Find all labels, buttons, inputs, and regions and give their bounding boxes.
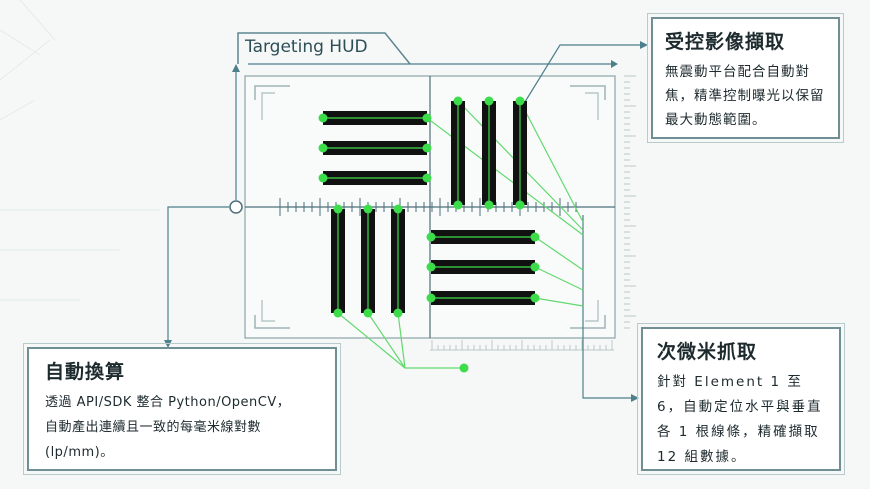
top-arrow-head [611, 60, 618, 68]
bar-endpoint-dot [318, 173, 328, 183]
hud-title-tab [237, 32, 411, 65]
bar-endpoint-dot [363, 308, 373, 318]
resolution-target-bars [318, 96, 540, 318]
bar-endpoint-dot [426, 262, 436, 272]
bar-endpoint-dot [422, 173, 432, 183]
bar-endpoint-dot [515, 96, 525, 106]
callout-right-title: 次微米抓取 [657, 341, 758, 363]
right-ruler [624, 75, 636, 329]
bar-endpoint-dot [422, 143, 432, 153]
bar-endpoint-dot [318, 143, 328, 153]
bar-endpoint-dot [422, 113, 432, 123]
callout-left-body-line3: (lp/mm)。 [45, 445, 114, 460]
bottom-ruler [430, 340, 614, 351]
bar-endpoint-dot [426, 293, 436, 303]
top-card-connector [519, 44, 640, 111]
bar-endpoint-dot [530, 232, 540, 242]
bar-endpoint-dot [333, 308, 343, 318]
bar-endpoint-dot [484, 96, 494, 106]
callout-top-title: 受控影像擷取 [665, 31, 786, 53]
callout-top-body: 無震動平台配合自動對焦，精準控制曝光以保留最大動態範圍。 [665, 64, 825, 128]
right-card-connector-arrow-head [631, 394, 639, 402]
callout-right-body: 針對 Element 1 至 6，自動定位水平與垂直各 1 根線條，精確擷取 1… [657, 374, 823, 465]
callout-submicron-capture: 次微米抓取 針對 Element 1 至 6，自動定位水平與垂直各 1 根線條，… [637, 323, 845, 475]
bar-endpoint-dot [453, 200, 463, 210]
left-connector-arrow-head [164, 340, 172, 348]
bar-endpoint-dot [333, 204, 343, 214]
top-card-connector-arrow-head [640, 41, 648, 49]
hud-title: Targeting HUD [245, 37, 368, 57]
hud-origin-marker [229, 200, 243, 214]
bar-endpoint-dot [363, 204, 373, 214]
bar-endpoint-dot [426, 232, 436, 242]
bar-endpoint-dot [515, 200, 525, 210]
right-card-connector [582, 215, 632, 399]
bar-endpoint-dot [453, 96, 463, 106]
callout-left-body-line1: 透過 API/SDK 整合 Python/OpenCV， [45, 395, 291, 410]
callout-left-title: 自動換算 [45, 361, 126, 383]
callout-left-body-line2: 自動產出連續且一致的每毫米線對數 [45, 420, 262, 435]
corner-brackets [254, 85, 606, 329]
left-vertical-arrow-head [232, 64, 240, 72]
left-connector-line [167, 206, 229, 342]
callout-auto-conversion: 自動換算 透過 API/SDK 整合 Python/OpenCV， 自動產出連續… [23, 343, 341, 475]
background-lines [0, 0, 160, 301]
bar-endpoint-dot [530, 262, 540, 272]
callout-controlled-capture: 受控影像擷取 無震動平台配合自動對焦，精準控制曝光以保留最大動態範圍。 [647, 13, 844, 143]
bar-endpoint-dot [393, 308, 403, 318]
bar-endpoint-dot [484, 200, 494, 210]
bar-endpoint-dot [393, 204, 403, 214]
green-anchor-dot [459, 363, 469, 373]
bar-endpoint-dot [530, 293, 540, 303]
bar-endpoint-dot [318, 113, 328, 123]
